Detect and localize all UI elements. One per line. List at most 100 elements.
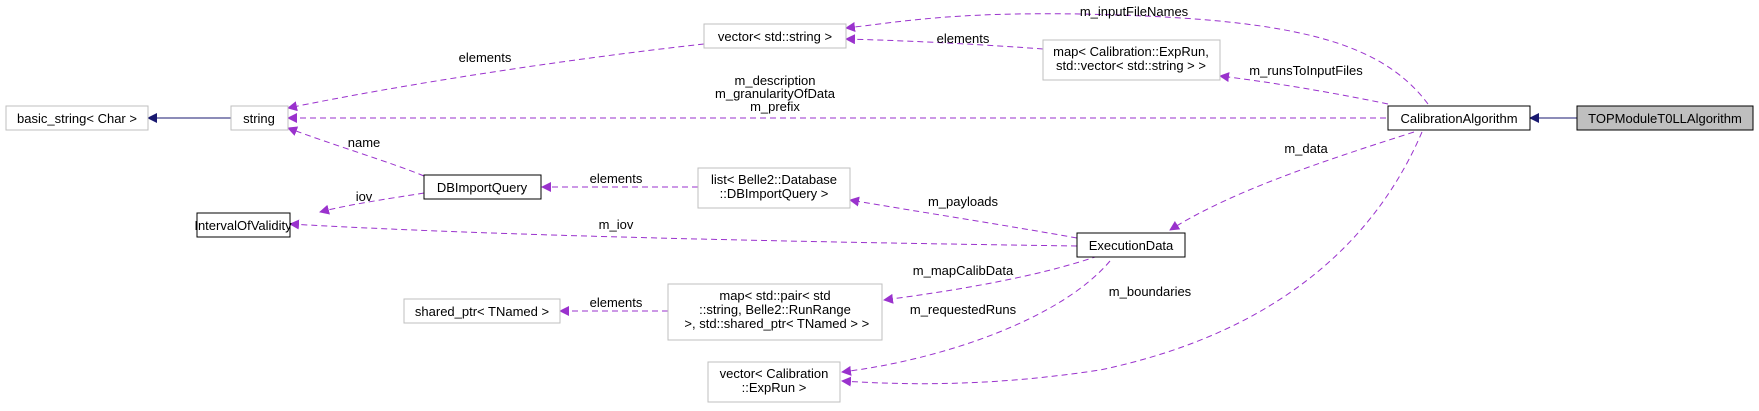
- node-label: vector< Calibration::ExpRun >: [720, 366, 829, 395]
- node-box: [707, 361, 841, 403]
- label-name: name: [348, 135, 381, 150]
- edge-m-inputfilenames: [845, 13, 1429, 105]
- node-db-import-query[interactable]: DBImportQuery: [423, 174, 542, 200]
- node-label: shared_ptr< TNamed >: [415, 304, 549, 319]
- node-label: CalibrationAlgorithm: [1400, 111, 1517, 126]
- node-box: [1576, 105, 1754, 131]
- node-list-dbimport[interactable]: list< Belle2::Database::DBImportQuery >: [697, 167, 851, 209]
- node-box: [1076, 232, 1186, 258]
- node-label: basic_string< Char >: [17, 111, 137, 126]
- node-string[interactable]: string: [230, 105, 289, 131]
- text-line: IntervalOfValidity: [194, 218, 292, 233]
- node-execution-data[interactable]: ExecutionData: [1076, 232, 1186, 258]
- text-line: std::vector< std::string > >: [1056, 58, 1206, 73]
- node-box: [230, 105, 289, 131]
- node-vector-exprun[interactable]: vector< Calibration::ExpRun >: [707, 361, 841, 403]
- label-m-requestedruns: m_requestedRuns: [910, 302, 1017, 317]
- edge-labels: m_inputFileNames elements m_runsToInputF…: [348, 4, 1363, 317]
- text-line: CalibrationAlgorithm: [1400, 111, 1517, 126]
- text-line: elements: [937, 31, 990, 46]
- node-box: [697, 167, 851, 209]
- edge-m-boundaries: [841, 131, 1423, 387]
- label-m-mapcalibdata: m_mapCalibData: [913, 263, 1014, 278]
- text-line: DBImportQuery: [437, 180, 528, 195]
- edge-m-mapcalibdata: [883, 255, 1099, 304]
- node-label: vector< std::string >: [718, 29, 832, 44]
- text-line: m_inputFileNames: [1080, 4, 1189, 19]
- text-line: vector< Calibration: [720, 366, 829, 381]
- text-line: m_prefix: [750, 99, 800, 114]
- edge-elements-vector-to-string: [287, 43, 705, 112]
- node-calibration-algorithm[interactable]: CalibrationAlgorithm: [1387, 105, 1531, 131]
- text-line: TOPModuleT0LLAlgorithm: [1588, 111, 1742, 126]
- text-line: map< Calibration::ExpRun,: [1053, 44, 1209, 59]
- text-line: m_iov: [599, 217, 634, 232]
- text-line: list< Belle2::Database: [711, 172, 837, 187]
- label-elements-map: elements: [937, 31, 990, 46]
- text-line: m_data: [1284, 141, 1328, 156]
- label-elements-shared: elements: [590, 295, 643, 310]
- node-label: DBImportQuery: [437, 180, 528, 195]
- node-box: [423, 174, 542, 200]
- node-label: map< Calibration::ExpRun,std::vector< st…: [1053, 44, 1209, 73]
- text-line: elements: [590, 171, 643, 186]
- text-line: string: [243, 111, 275, 126]
- text-line: m_runsToInputFiles: [1249, 63, 1363, 78]
- node-map-exprun[interactable]: map< Calibration::ExpRun,std::vector< st…: [1042, 39, 1221, 81]
- edge-m-iov: [289, 219, 1078, 247]
- edge-m-data: [1169, 131, 1415, 231]
- node-box: [703, 23, 847, 49]
- label-m-runstoinputfiles: m_runsToInputFiles: [1249, 63, 1363, 78]
- node-vector-string[interactable]: vector< std::string >: [703, 23, 847, 49]
- text-line: m_mapCalibData: [913, 263, 1014, 278]
- label-m-inputfilenames: m_inputFileNames: [1080, 4, 1189, 19]
- text-line: ExecutionData: [1089, 238, 1174, 253]
- text-line: vector< std::string >: [718, 29, 832, 44]
- node-label: IntervalOfValidity: [194, 218, 292, 233]
- label-iov: iov: [356, 189, 373, 204]
- text-line: m_requestedRuns: [910, 302, 1017, 317]
- text-line: m_granularityOfData: [715, 86, 836, 101]
- text-line: shared_ptr< TNamed >: [415, 304, 549, 319]
- text-line: name: [348, 135, 381, 150]
- node-box: [1387, 105, 1531, 131]
- text-line: ::DBImportQuery >: [720, 186, 829, 201]
- text-line: basic_string< Char >: [17, 111, 137, 126]
- edge-m-runstoinputfiles: [1219, 72, 1389, 105]
- edge-m-payloads: [849, 196, 1078, 239]
- label-elements-list: elements: [590, 171, 643, 186]
- node-top-module[interactable]: TOPModuleT0LLAlgorithm: [1576, 105, 1754, 131]
- node-basic-string[interactable]: basic_string< Char >: [5, 105, 149, 131]
- label-m-boundaries: m_boundaries: [1109, 284, 1192, 299]
- node-label: string: [243, 111, 275, 126]
- text-line: map< std::pair< std: [719, 288, 830, 303]
- node-label: TOPModuleT0LLAlgorithm: [1588, 111, 1742, 126]
- label-m-data: m_data: [1284, 141, 1328, 156]
- text-line: elements: [459, 50, 512, 65]
- node-shared-ptr[interactable]: shared_ptr< TNamed >: [403, 298, 561, 324]
- node-interval-of-validity[interactable]: IntervalOfValidity: [194, 212, 292, 238]
- text-line: m_description: [735, 73, 816, 88]
- label-m-iov: m_iov: [599, 217, 634, 232]
- label-m-payloads: m_payloads: [928, 194, 999, 209]
- node-map-pair[interactable]: map< std::pair< std::string, Belle2::Run…: [667, 283, 883, 341]
- text-line: >, std::shared_ptr< TNamed > >: [681, 316, 869, 331]
- edge-name: [287, 126, 425, 177]
- text-line: ::string, Belle2::RunRange: [699, 302, 851, 317]
- text-line: ::ExpRun >: [742, 380, 807, 395]
- node-box: [5, 105, 149, 131]
- node-label: map< std::pair< std::string, Belle2::Run…: [681, 288, 869, 331]
- node-label: ExecutionData: [1089, 238, 1174, 253]
- edge-elements-map-to-vector: [845, 34, 1044, 50]
- node-label: list< Belle2::Database::DBImportQuery >: [711, 172, 837, 201]
- node-box: [403, 298, 561, 324]
- edge-iov: [319, 192, 425, 215]
- text-line: m_payloads: [928, 194, 999, 209]
- text-line: elements: [590, 295, 643, 310]
- label-elements-vector: elements: [459, 50, 512, 65]
- edges: [147, 13, 1577, 387]
- text-line: m_boundaries: [1109, 284, 1192, 299]
- text-line: iov: [356, 189, 373, 204]
